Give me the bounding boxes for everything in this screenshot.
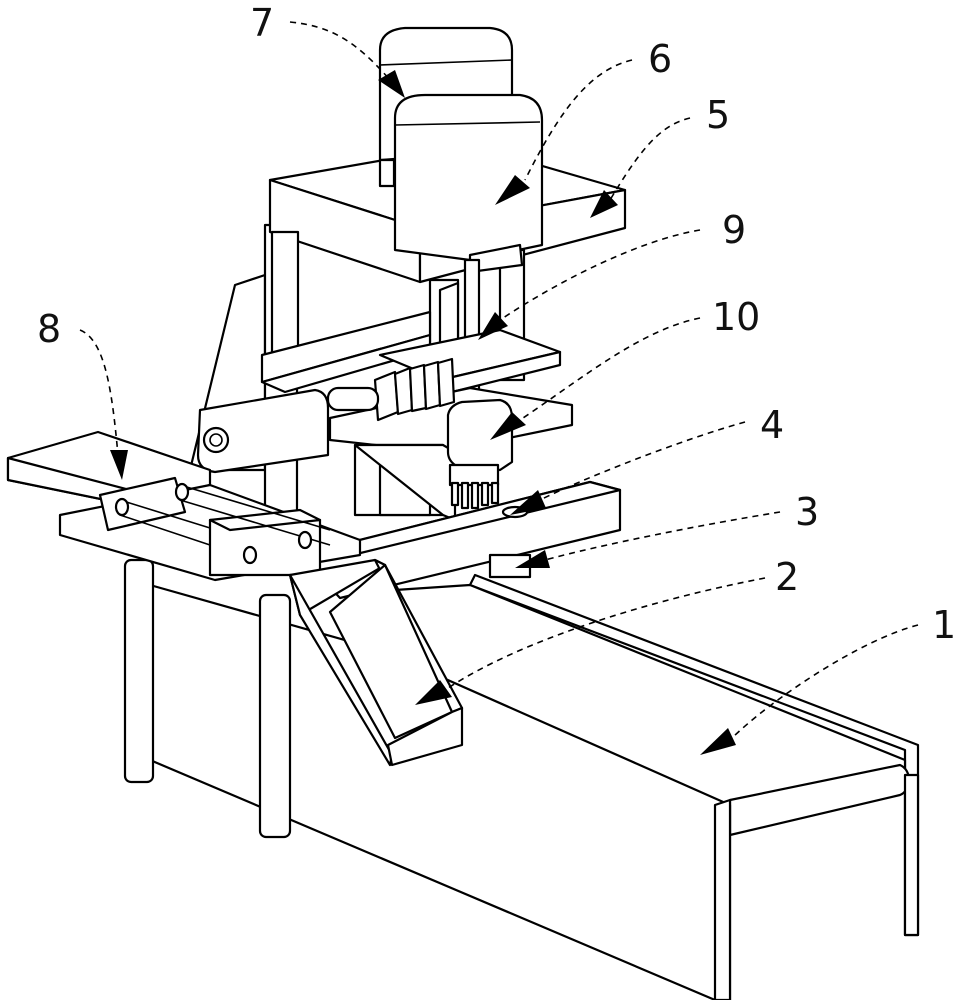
arrowhead-8 — [110, 450, 128, 480]
callout-7: 7 — [250, 1, 274, 45]
leader-6 — [524, 59, 633, 181]
leader-9 — [499, 229, 701, 321]
callout-5: 5 — [706, 93, 730, 137]
callout-1: 1 — [932, 603, 956, 647]
arrowheads — [110, 70, 736, 755]
callout-3: 3 — [795, 490, 819, 534]
arrowhead-7 — [378, 70, 405, 98]
pusher-8 — [6, 430, 362, 582]
callout-8: 8 — [37, 307, 61, 351]
support-legs — [123, 558, 292, 839]
gear-rack — [373, 357, 456, 422]
leader-7 — [289, 21, 391, 81]
arrowhead-5 — [590, 190, 618, 218]
callout-labels: 1 2 3 4 5 6 7 8 9 10 — [37, 1, 956, 647]
conveyor-frame — [148, 573, 920, 1000]
leader-2 — [444, 577, 766, 691]
arrowhead-10 — [490, 412, 526, 440]
discharge-chute-2 — [288, 558, 464, 767]
leader-1 — [729, 624, 919, 741]
leader-10 — [519, 317, 701, 421]
motor-6 — [393, 93, 544, 274]
leader-4 — [539, 421, 746, 501]
leader-5 — [609, 117, 691, 201]
callout-10: 10 — [712, 295, 760, 339]
leader-8 — [79, 329, 119, 456]
drill-bits — [450, 481, 500, 510]
callout-6: 6 — [648, 37, 672, 81]
callout-9: 9 — [722, 208, 746, 252]
leader-lines — [79, 21, 919, 741]
arrowhead-9 — [478, 312, 508, 340]
side-motor — [196, 386, 380, 474]
arrowhead-2 — [415, 680, 452, 705]
clamp-head-10 — [446, 398, 514, 510]
arrowhead-3 — [515, 550, 550, 568]
callout-4: 4 — [760, 403, 784, 447]
callout-2: 2 — [775, 555, 799, 599]
arrowhead-1 — [700, 728, 736, 755]
arrowhead-6 — [495, 175, 530, 205]
arrowhead-4 — [510, 490, 546, 515]
